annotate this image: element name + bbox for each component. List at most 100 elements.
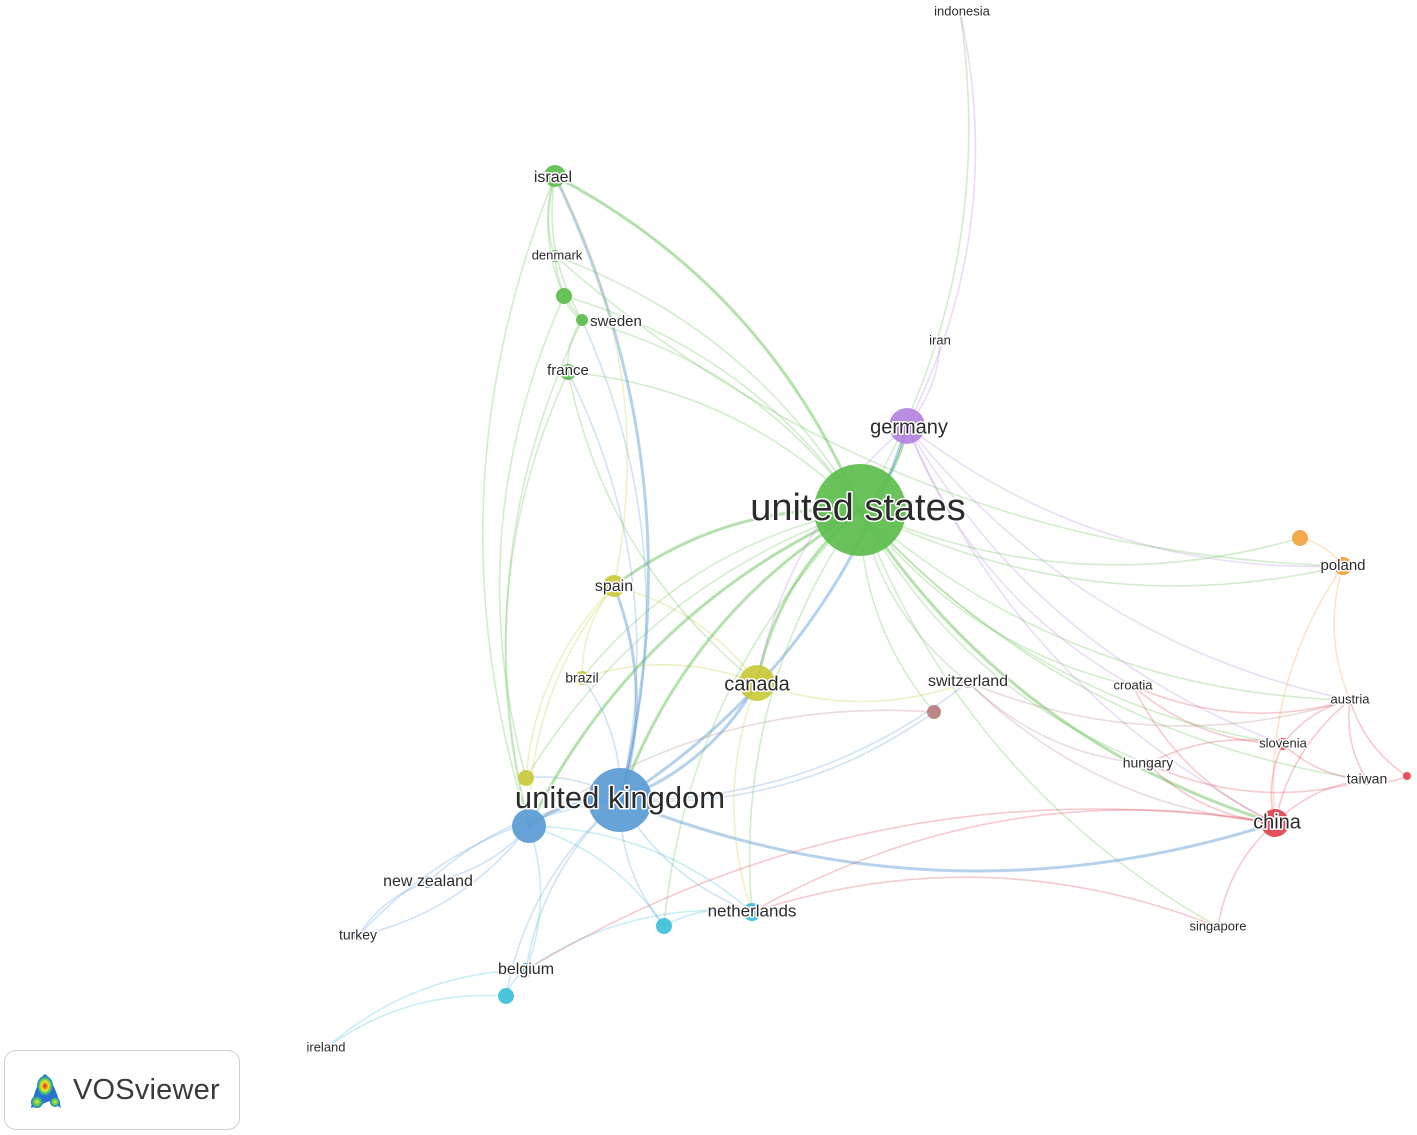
node-belgium[interactable] [519,963,533,977]
node-cyan-unlabeled-1[interactable] [656,918,672,934]
node-spain[interactable] [603,575,625,597]
link-united-states-china [858,509,1276,825]
link-germany-austria [906,425,1351,701]
node-china[interactable] [1261,809,1289,837]
label-croatia: croatia [1113,677,1153,692]
node-turkey[interactable] [353,931,363,941]
node-canada[interactable] [739,665,775,701]
node-blue-unlabeled-1[interactable] [512,809,546,843]
link-singapore-netherlands [751,876,1219,928]
node-france[interactable] [560,364,576,380]
node-denmark[interactable] [549,250,561,262]
node-sweden[interactable] [576,314,588,326]
link-croatia-slovenia [1132,685,1284,745]
node-orange-unlabeled-1[interactable] [1292,530,1308,546]
label-china: china [1253,811,1302,833]
label-united-kingdom: united kingdom [515,780,725,815]
link-belgium-blue-unlabeled-1 [525,825,542,971]
node-poland[interactable] [1334,557,1352,575]
vosviewer-logo-icon [31,1074,61,1108]
link-united-states-indonesia [859,11,970,511]
logo-text: VOSviewer [73,1073,220,1106]
node-yellow-unlabeled-1[interactable] [518,770,534,786]
link-spain-blue-unlabeled-1 [528,585,615,827]
label-new-zealand: new zealand [383,873,473,890]
link-slovenia-taiwan [1282,743,1368,781]
node-united-kingdom[interactable] [588,768,652,832]
link-united-states-singapore [859,509,1219,928]
link-israel-blue-unlabeled-1 [481,175,556,827]
label-taiwan: taiwan [1347,771,1387,787]
node-brown-unlabeled-1[interactable] [927,705,941,719]
node-germany[interactable] [889,408,925,444]
node-taiwan[interactable] [1362,775,1372,785]
link-croatia-austria [1132,685,1351,714]
label-sweden: sweden [590,313,642,330]
link-austria-china [1274,699,1351,824]
link-germany-poland [906,425,1344,568]
node-slovenia[interactable] [1277,738,1289,750]
link-slovenia-hungary [1147,739,1284,765]
link-switzerland-china [967,681,1276,824]
node-hungary[interactable] [1143,759,1153,769]
node-new-zealand[interactable] [422,876,434,888]
label-indonesia: indonesia [934,3,990,18]
node-netherlands[interactable] [743,903,761,921]
link-turkey-blue-unlabeled-1 [357,825,530,937]
link-united-states-taiwan [859,509,1368,781]
label-singapore: singapore [1189,918,1246,933]
link-cyan-unlabeled-1-blue-unlabeled-1 [528,825,665,927]
node-brazil[interactable] [575,671,589,685]
link-new-zealand-turkey [357,881,429,937]
link-canada-brazil [581,663,758,684]
label-turkey: turkey [339,927,377,943]
link-germany-canada [756,425,908,684]
link-canada-switzerland [756,681,969,703]
node-green-unlabeled-1[interactable] [556,288,572,304]
links-layer [325,11,1408,1049]
node-united-states[interactable] [814,464,906,556]
link-united-states-austria [859,509,1351,701]
link-germany-china [906,425,1276,824]
label-brazil: brazil [565,670,598,686]
node-singapore[interactable] [1214,923,1222,931]
link-united-kingdom-china [619,798,1276,873]
label-hungary: hungary [1123,755,1174,771]
node-indonesia[interactable] [957,9,963,15]
link-united-kingdom-sweden [581,319,648,801]
link-united-kingdom-brown-unlabeled-1 [619,711,935,803]
nodes-layer [323,9,1411,1051]
link-belgium-ireland [325,969,527,1049]
node-iran[interactable] [936,336,944,344]
link-austria-taiwan [1347,699,1368,781]
link-united-states-israel [554,174,862,511]
node-ireland[interactable] [323,1045,329,1051]
node-cyan-unlabeled-2[interactable] [498,988,514,1004]
label-netherlands: netherlands [708,901,797,920]
link-israel-green-unlabeled-1 [547,175,565,297]
node-red-unlabeled-1[interactable] [1403,772,1411,780]
link-switzerland-austria [967,681,1351,727]
link-austria-red-unlabeled-1 [1349,699,1408,777]
link-china-netherlands [751,809,1276,913]
node-croatia[interactable] [1129,682,1137,690]
label-slovenia: slovenia [1259,735,1307,750]
link-germany-indonesia [906,11,977,427]
link-netherlands-belgium [525,909,753,971]
node-austria[interactable] [1345,695,1355,705]
link-united-states-croatia [859,509,1134,687]
link-canada-spain [613,585,758,684]
label-austria: austria [1330,691,1370,706]
link-united-kingdom-switzerland [619,681,969,801]
node-israel[interactable] [544,165,566,187]
link-united-kingdom-turkey [357,799,621,937]
node-switzerland[interactable] [962,676,974,688]
link-united-states-poland [859,509,1344,587]
link-germany-slovenia [906,425,1284,745]
link-spain-brazil [581,585,615,679]
label-switzerland: switzerland [928,673,1008,690]
link-united-states-hungary [859,509,1149,765]
label-spain: spain [595,578,633,595]
link-switzerland-hungary [967,681,1149,765]
